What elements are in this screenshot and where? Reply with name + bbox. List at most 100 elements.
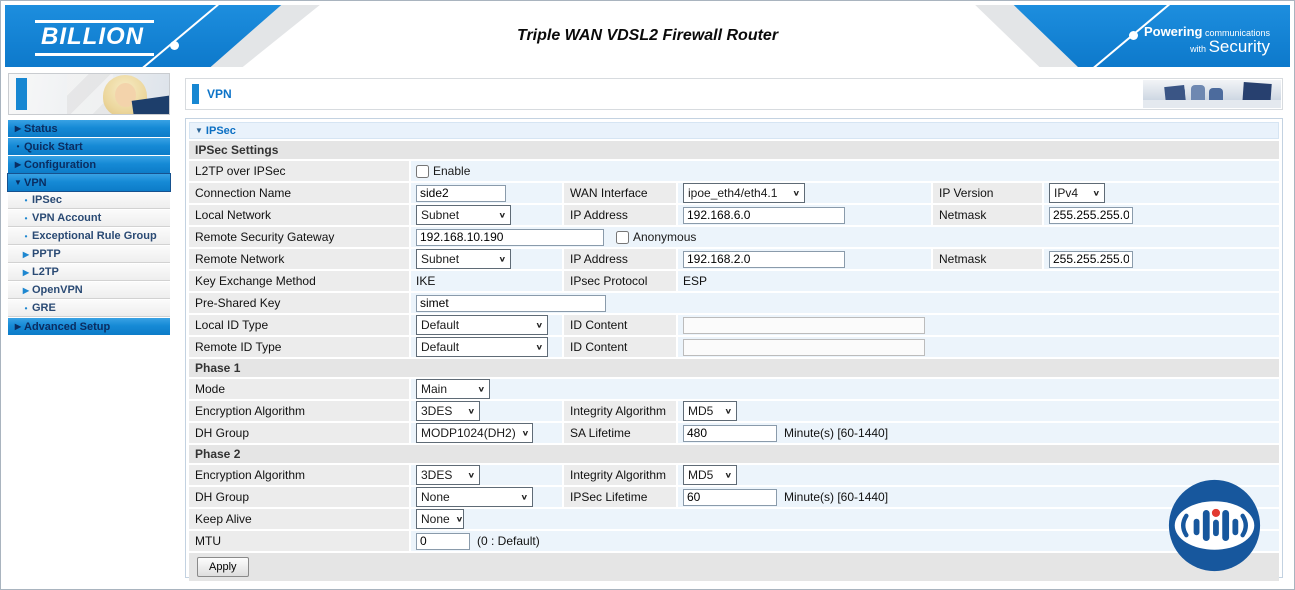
phase1-encryption-cell: 3DES∨ [411, 401, 562, 421]
sidebar: ▶Status •Quick Start ▶Configuration ▼VPN… [7, 73, 171, 336]
sa-lifetime-input[interactable] [683, 424, 777, 442]
pre-shared-key-input[interactable] [416, 294, 606, 312]
pre-shared-key-label: Pre-Shared Key [189, 293, 409, 313]
remote-network-type-select[interactable]: Subnet∨ [416, 249, 511, 269]
collapse-triangle-icon: ▼ [195, 126, 203, 135]
ipsec-lifetime-label: IPSec Lifetime [564, 487, 676, 507]
sidebar-item-quick-start[interactable]: •Quick Start [8, 138, 170, 155]
arrow-right-icon: ▶ [22, 249, 30, 259]
phase1-dh-group-label: DH Group [189, 423, 409, 443]
chevron-down-icon: ∨ [792, 188, 800, 198]
sidebar-item-configuration[interactable]: ▶Configuration [8, 156, 170, 173]
bullet-icon: • [24, 195, 28, 205]
phase1-integrity-select[interactable]: MD5∨ [683, 401, 737, 421]
sidebar-item-exceptional-rule-group[interactable]: •Exceptional Rule Group [8, 228, 170, 245]
mtu-input[interactable] [416, 532, 470, 550]
sidebar-item-pptp[interactable]: ▶PPTP [8, 246, 170, 263]
arrow-right-icon: ▶ [22, 285, 30, 295]
sidebar-item-l2tp[interactable]: ▶L2TP [8, 264, 170, 281]
bullet-icon: • [24, 303, 28, 313]
sidebar-item-vpn-account[interactable]: •VPN Account [8, 210, 170, 227]
remote-ip-address-input[interactable] [683, 250, 845, 268]
anonymous-label: Anonymous [633, 230, 697, 244]
ipsec-protocol-label: IPsec Protocol [564, 271, 676, 291]
sidebar-item-vpn[interactable]: ▼VPN [7, 173, 171, 192]
arrow-down-icon: ▼ [14, 178, 22, 187]
local-ip-address-input[interactable] [683, 206, 845, 224]
phase2-encryption-select[interactable]: 3DES ∨ [416, 465, 480, 485]
chevron-down-icon: ∨ [467, 470, 475, 480]
remote-id-type-select[interactable]: Default∨ [416, 337, 548, 357]
sidebar-item-openvpn[interactable]: ▶OpenVPN [8, 282, 170, 299]
bullet-icon: • [16, 142, 20, 151]
local-ip-address-cell [678, 205, 931, 225]
sidebar-item-label: IPSec [32, 194, 62, 206]
l2tp-enable-checkbox[interactable] [416, 164, 429, 178]
product-title: Triple WAN VDSL2 Firewall Router [516, 27, 779, 44]
phase1-encryption-select[interactable]: 3DES∨ [416, 401, 480, 421]
sidebar-menu: ▶Status •Quick Start ▶Configuration ▼VPN… [7, 120, 171, 335]
billion-logo: BILLION [35, 20, 154, 56]
tagline-line1: Powering communications [1144, 25, 1270, 40]
top-banner: BILLION Triple WAN VDSL2 Firewall Router… [5, 5, 1290, 67]
phase2-encryption-value: 3DES [421, 468, 453, 482]
row-phase2-encryption: Encryption Algorithm 3DES∨ Integrity Alg… [189, 465, 1279, 485]
mode-value: Main [421, 382, 448, 396]
phase1-dh-group-value: MODP1024(DH2) [421, 426, 516, 440]
key-exchange-method-label: Key Exchange Method [189, 271, 409, 291]
local-network-type-select[interactable]: Subnet∨ [416, 205, 511, 225]
key-exchange-method-value: IKE [416, 274, 436, 288]
banner-bead-right [1129, 31, 1138, 40]
l2tp-value-cell: Enable [411, 161, 1279, 181]
phase2-dh-group-cell: None∨ [411, 487, 562, 507]
remote-security-gateway-label: Remote Security Gateway [189, 227, 409, 247]
phase1-encryption-label: Encryption Algorithm [189, 401, 409, 421]
ipsec-lifetime-cell: Minute(s) [60-1440] [678, 487, 1279, 507]
phase1-encryption-value: 3DES [421, 404, 453, 418]
keep-alive-select[interactable]: None∨ [416, 509, 464, 529]
chevron-down-icon: ∨ [1092, 188, 1100, 198]
phase1-integrity-label: Integrity Algorithm [564, 401, 676, 421]
remote-security-gateway-input[interactable] [416, 228, 604, 246]
sidebar-item-advanced-setup[interactable]: ▶Advanced Setup [8, 318, 170, 335]
sidebar-item-label: OpenVPN [32, 284, 83, 296]
local-id-type-select[interactable]: Default∨ [416, 315, 548, 335]
phase2-dh-group-label: DH Group [189, 487, 409, 507]
row-mtu: MTU (0 : Default) [189, 531, 1279, 551]
local-netmask-input[interactable] [1049, 206, 1133, 224]
section-ipsec-settings: IPSec Settings [189, 141, 1279, 159]
chevron-down-icon: ∨ [535, 342, 543, 352]
phase2-integrity-select[interactable]: MD5∨ [683, 465, 737, 485]
sidebar-item-ipsec[interactable]: • IPSec [8, 192, 170, 209]
phase2-integrity-label: Integrity Algorithm [564, 465, 676, 485]
keep-alive-label: Keep Alive [189, 509, 409, 529]
ip-version-label: IP Version [933, 183, 1042, 203]
mode-cell: Main∨ [411, 379, 1279, 399]
apply-button[interactable]: Apply [197, 557, 249, 577]
remote-netmask-input[interactable] [1049, 250, 1133, 268]
remote-id-content-cell [678, 337, 1279, 357]
connection-name-input[interactable] [416, 184, 506, 202]
photo-accent-bar [16, 78, 27, 110]
phase2-integrity-cell: MD5∨ [678, 465, 1279, 485]
ip-version-select[interactable]: IPv4∨ [1049, 183, 1105, 203]
mode-select[interactable]: Main∨ [416, 379, 490, 399]
wan-interface-select[interactable]: ipoe_eth4/eth4.1∨ [683, 183, 805, 203]
sidebar-item-status[interactable]: ▶Status [8, 120, 170, 137]
row-local-id-type: Local ID Type Default∨ ID Content [189, 315, 1279, 335]
remote-network-type-cell: Subnet∨ [411, 249, 562, 269]
anonymous-checkbox[interactable] [616, 230, 629, 244]
row-key-exchange-method: Key Exchange Method IKE IPsec Protocol E… [189, 271, 1279, 291]
phase1-dh-group-select[interactable]: MODP1024(DH2)∨ [416, 423, 533, 443]
ipsec-panel-header[interactable]: ▼ IPSec [189, 122, 1279, 139]
key-exchange-method-cell: IKE [411, 271, 562, 291]
tagline-with: with [1190, 44, 1209, 54]
remote-id-type-label: Remote ID Type [189, 337, 409, 357]
ipsec-lifetime-input[interactable] [683, 488, 777, 506]
sa-lifetime-label: SA Lifetime [564, 423, 676, 443]
phase2-dh-group-select[interactable]: None∨ [416, 487, 533, 507]
sidebar-item-gre[interactable]: •GRE [8, 300, 170, 317]
tagline-security: Security [1208, 37, 1270, 56]
remote-network-type-value: Subnet [421, 252, 460, 266]
arrow-right-icon: ▶ [14, 160, 22, 169]
